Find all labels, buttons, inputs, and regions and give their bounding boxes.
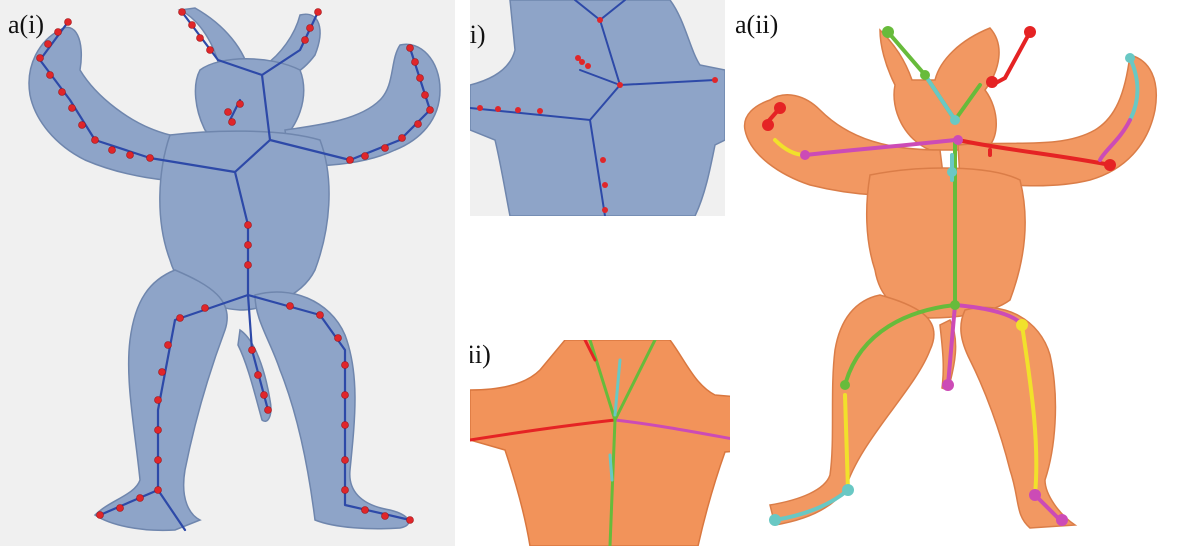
panel-b-i: b(i)	[470, 0, 725, 216]
orange-mesh	[745, 28, 1157, 528]
panel-a-ii: a(ii)	[730, 0, 1180, 546]
orange-closeup-figure	[470, 340, 750, 546]
label-a-i: a(i)	[8, 12, 44, 38]
armadillo-orange-segmentation-figure	[730, 0, 1180, 546]
label-b-i: b(i)	[470, 22, 486, 48]
blue-closeup-mesh	[470, 0, 725, 216]
panel-a-i: a(i)	[0, 0, 455, 546]
armadillo-blue-skeleton-figure	[0, 0, 455, 546]
panel-b-ii: b(ii)	[470, 340, 750, 546]
blue-closeup-figure	[470, 0, 725, 216]
label-a-ii: a(ii)	[735, 12, 778, 38]
label-b-ii: b(ii)	[470, 342, 491, 368]
blue-mesh	[29, 8, 440, 530]
